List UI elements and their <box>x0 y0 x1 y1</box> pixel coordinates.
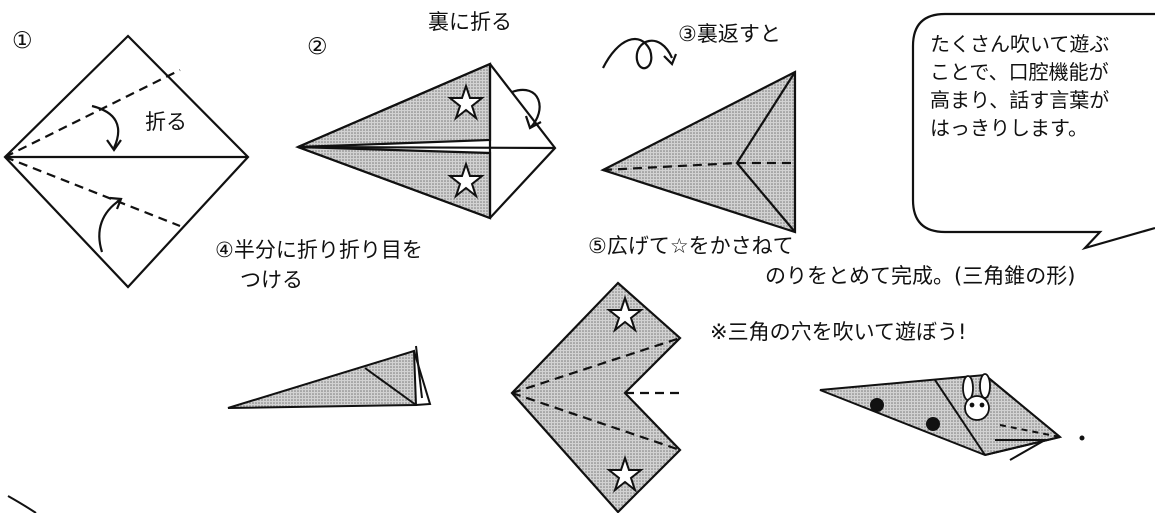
step4-caption-line2: つける <box>240 268 303 292</box>
rabbit-icon <box>962 373 991 421</box>
speech-bubble-text: たくさん吹いて遊ぶ ことで、口腔機能が 高まり、話す言葉が はっきりします。 <box>930 30 1155 142</box>
step2-instruction: 裏に折る <box>428 10 512 34</box>
step1-instruction: 折る <box>145 110 187 134</box>
step1-diagram <box>3 34 250 289</box>
curved-arrow-icon <box>511 88 541 129</box>
finished-cone-diagram <box>819 373 1085 461</box>
step1-square <box>3 34 250 289</box>
bubble-line: 高まり、話す言葉が <box>930 88 1110 112</box>
step3-caption: ③裏返すと <box>678 22 781 46</box>
step3-diagram <box>600 38 797 234</box>
step5-caption-line2: のりをとめて完成。(三角錐の形) <box>765 264 1076 288</box>
play-note: ※三角の穴を吹いて遊ぼう! <box>710 320 967 344</box>
star-icon <box>447 160 485 199</box>
step4-shape <box>227 349 418 409</box>
step5-diagram <box>510 281 682 513</box>
step4-diagram <box>227 345 432 409</box>
step5-caption-line1: ⑤広げて☆をかさねて <box>588 234 794 258</box>
step2-number: ② <box>307 34 328 60</box>
bubble-line: はっきりします。 <box>930 116 1088 140</box>
hole-dot <box>870 398 884 412</box>
speech-bubble <box>911 12 1155 251</box>
step4-caption-line1: ④半分に折り折り目を <box>215 238 423 262</box>
step1-fold-line-top <box>4 69 181 158</box>
step1-fold-line-bottom <box>4 155 181 228</box>
step5-shape <box>510 281 682 513</box>
star-icon <box>606 294 644 333</box>
step3-shape <box>600 70 797 234</box>
flip-arrow-icon <box>602 38 674 70</box>
bubble-line: ことで、口腔機能が <box>930 60 1109 84</box>
star-icon <box>447 82 485 121</box>
star-icon <box>606 454 644 493</box>
step2-diagram <box>295 62 557 220</box>
curved-arrow-icon <box>98 199 121 253</box>
decorative-curve <box>7 495 37 513</box>
curved-arrow-icon <box>91 104 120 149</box>
bubble-line: たくさん吹いて遊ぶ <box>930 32 1110 56</box>
hole-dot <box>926 417 940 431</box>
step1-number: ① <box>12 28 33 54</box>
